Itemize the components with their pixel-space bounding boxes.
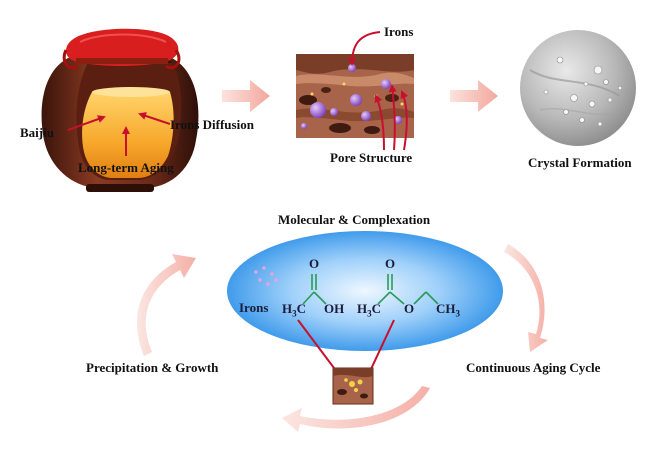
soil-block-icon xyxy=(332,367,374,405)
ethyl-acetate-o-top: O xyxy=(385,256,396,271)
flow-arrow-1 xyxy=(222,80,270,112)
jar-arrows xyxy=(67,112,171,156)
pore-arrow-3 xyxy=(400,90,409,151)
irons-top-label: Irons xyxy=(384,24,414,39)
crystal-micrograph-icon xyxy=(520,30,636,146)
acetic-acid-bonds xyxy=(302,274,327,305)
acetic-acid-h3c: H3C xyxy=(282,301,307,319)
cycle-arrow-bottom xyxy=(282,386,430,432)
crystal-formation-label: Crystal Formation xyxy=(528,155,632,170)
flow-arrow-2 xyxy=(450,80,498,112)
acetic-acid-oh: OH xyxy=(324,301,345,316)
irons-diffusion-label: Irons Diffusion xyxy=(170,117,254,132)
molecular-ellipse xyxy=(227,231,503,351)
cycle-arrow-left xyxy=(137,254,196,356)
soil-arrows xyxy=(348,31,409,151)
long-term-aging-label: Long-term Aging xyxy=(78,160,174,175)
baijiu-label: Baijiu xyxy=(20,125,54,140)
acetic-acid-o: O xyxy=(309,256,320,271)
precipitation-growth-label: Precipitation & Growth xyxy=(86,360,219,375)
irons-molecule-label: Irons xyxy=(239,300,269,315)
ethyl-acetate-o-mid: O xyxy=(404,301,415,316)
ethyl-acetate-bonds xyxy=(377,274,439,305)
irons-diffusion-arrow xyxy=(138,112,171,125)
pore-arrow-2 xyxy=(388,84,397,151)
ethyl-acetate-h3c: H3C xyxy=(357,301,382,319)
irons-dots xyxy=(254,266,278,286)
ethyl-acetate-ch3: CH3 xyxy=(436,301,460,319)
pore-arrow-1 xyxy=(374,94,385,151)
jar-icon xyxy=(41,28,199,192)
irons-arrow xyxy=(348,31,381,66)
soil-cross-section-icon xyxy=(296,54,414,138)
molecular-complexation-title: Molecular & Complexation xyxy=(278,212,431,227)
pore-structure-label: Pore Structure xyxy=(330,150,413,165)
cycle-arrow-right xyxy=(504,244,548,352)
continuous-aging-cycle-label: Continuous Aging Cycle xyxy=(466,360,601,375)
baijiu-arrow xyxy=(67,115,106,131)
